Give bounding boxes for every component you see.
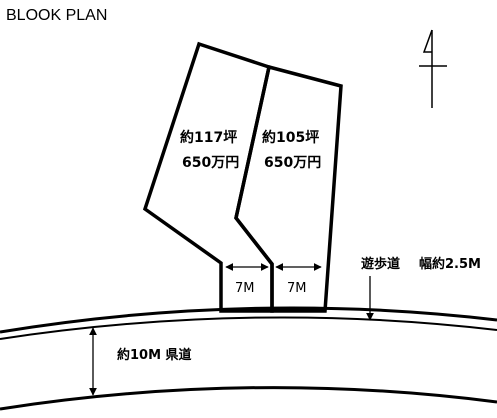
road-label: 約10M 県道 xyxy=(117,347,192,363)
lot-2-outline xyxy=(234,64,343,313)
road-far-edge xyxy=(0,386,497,411)
walkway-edge xyxy=(0,306,497,334)
road-inner-edge xyxy=(0,316,497,340)
north-arrow-icon xyxy=(419,29,447,108)
lot-1-outline xyxy=(142,41,274,313)
walkway-width-label: 幅約2.5M xyxy=(419,256,481,272)
walkway-label: 遊歩道 xyxy=(361,256,400,272)
lot-2-price: 650万円 xyxy=(264,155,321,171)
frontage-2-label: 7M xyxy=(287,281,307,296)
lot-1-price: 650万円 xyxy=(182,155,239,171)
page-title: BLOOK PLAN xyxy=(6,7,107,24)
lot-2-area: 約105坪 xyxy=(262,129,319,146)
frontage-1-label: 7M xyxy=(235,281,255,296)
lot-1-area: 約117坪 xyxy=(180,129,237,146)
